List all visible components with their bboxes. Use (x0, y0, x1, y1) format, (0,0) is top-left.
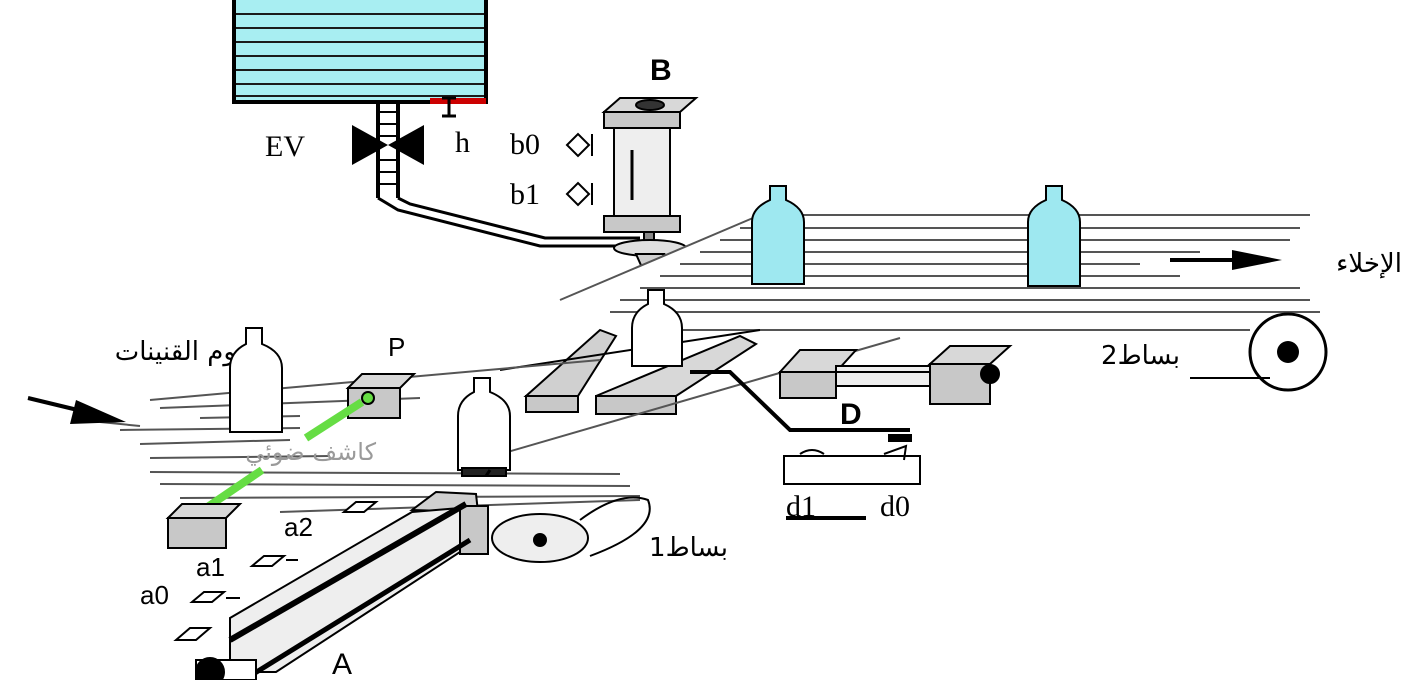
electro-valve-icon (352, 125, 424, 165)
filled-bottle (1027, 185, 1081, 287)
label-ev: EV (265, 130, 305, 163)
light-beam (203, 398, 365, 512)
photocell-icon (345, 373, 417, 419)
label-a0: a0 (140, 580, 169, 610)
sensor-a1-icon (249, 555, 298, 567)
conveyor-2 (559, 214, 1328, 392)
label-d: D (840, 398, 862, 431)
sensor-b1-icon (565, 181, 593, 207)
control-wire-d (690, 370, 912, 442)
label-conveyor-1: بساط1 (649, 533, 728, 563)
sensor-a-stub-icon (173, 627, 213, 641)
label-p: P (388, 332, 405, 362)
label-d0: d0 (880, 490, 910, 523)
label-optical-detector: كاشف ضوئي (245, 438, 376, 466)
receiver-icon (165, 503, 243, 549)
sensor-b0-icon (565, 132, 593, 158)
bottle-at-stop (457, 377, 511, 477)
label-a: A (332, 648, 352, 680)
valve-mark (430, 98, 486, 104)
empty-bottle (229, 327, 283, 433)
sensor-a2-icon (341, 501, 379, 513)
label-h: h (455, 126, 470, 159)
filled-bottle (751, 185, 805, 285)
sensors-d-box (783, 444, 921, 520)
label-evacuation: الإخلاء (1336, 249, 1402, 279)
sensor-a0-icon (189, 591, 240, 603)
label-a2: a2 (284, 512, 313, 542)
evacuation-arrow-icon (1170, 250, 1282, 270)
label-conveyor-2: بساط2 (1101, 341, 1180, 371)
label-b: B (650, 54, 672, 87)
label-b0: b0 (510, 128, 540, 161)
label-b1: b1 (510, 178, 540, 211)
cylinder-a (195, 469, 492, 680)
label-d1: d1 (786, 490, 816, 523)
cylinder-d (777, 345, 1013, 405)
outlet-pipe (376, 102, 645, 248)
label-a1: a1 (196, 552, 225, 582)
arrival-arrow-icon (27, 396, 126, 424)
water-tank (232, 0, 488, 104)
level-sensor-icon (442, 96, 456, 118)
bottle-under-filler (631, 289, 683, 367)
